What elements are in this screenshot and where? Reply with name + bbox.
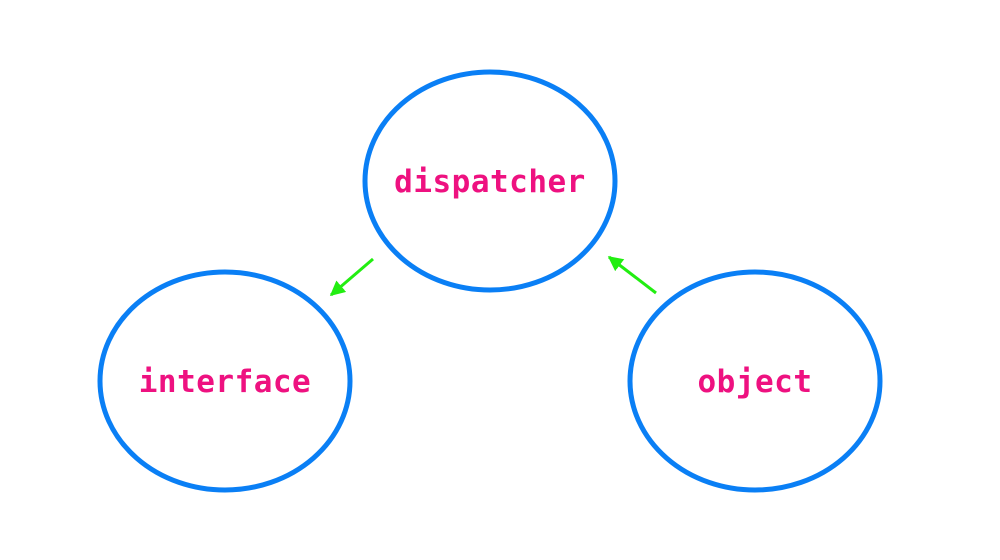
node-dispatcher-label: dispatcher <box>394 164 586 200</box>
node-interface-shape <box>97 269 353 493</box>
node-object-shape <box>627 269 883 493</box>
node-dispatcher: dispatcher <box>362 69 618 293</box>
node-interface: interface <box>97 269 353 493</box>
edge-dispatcher-to-interface <box>329 257 374 297</box>
edge-object-to-dispatcher <box>607 255 657 295</box>
node-object-label: object <box>698 364 813 400</box>
node-dispatcher-shape <box>362 69 618 293</box>
node-object: object <box>627 269 883 493</box>
node-interface-label: interface <box>139 364 311 400</box>
